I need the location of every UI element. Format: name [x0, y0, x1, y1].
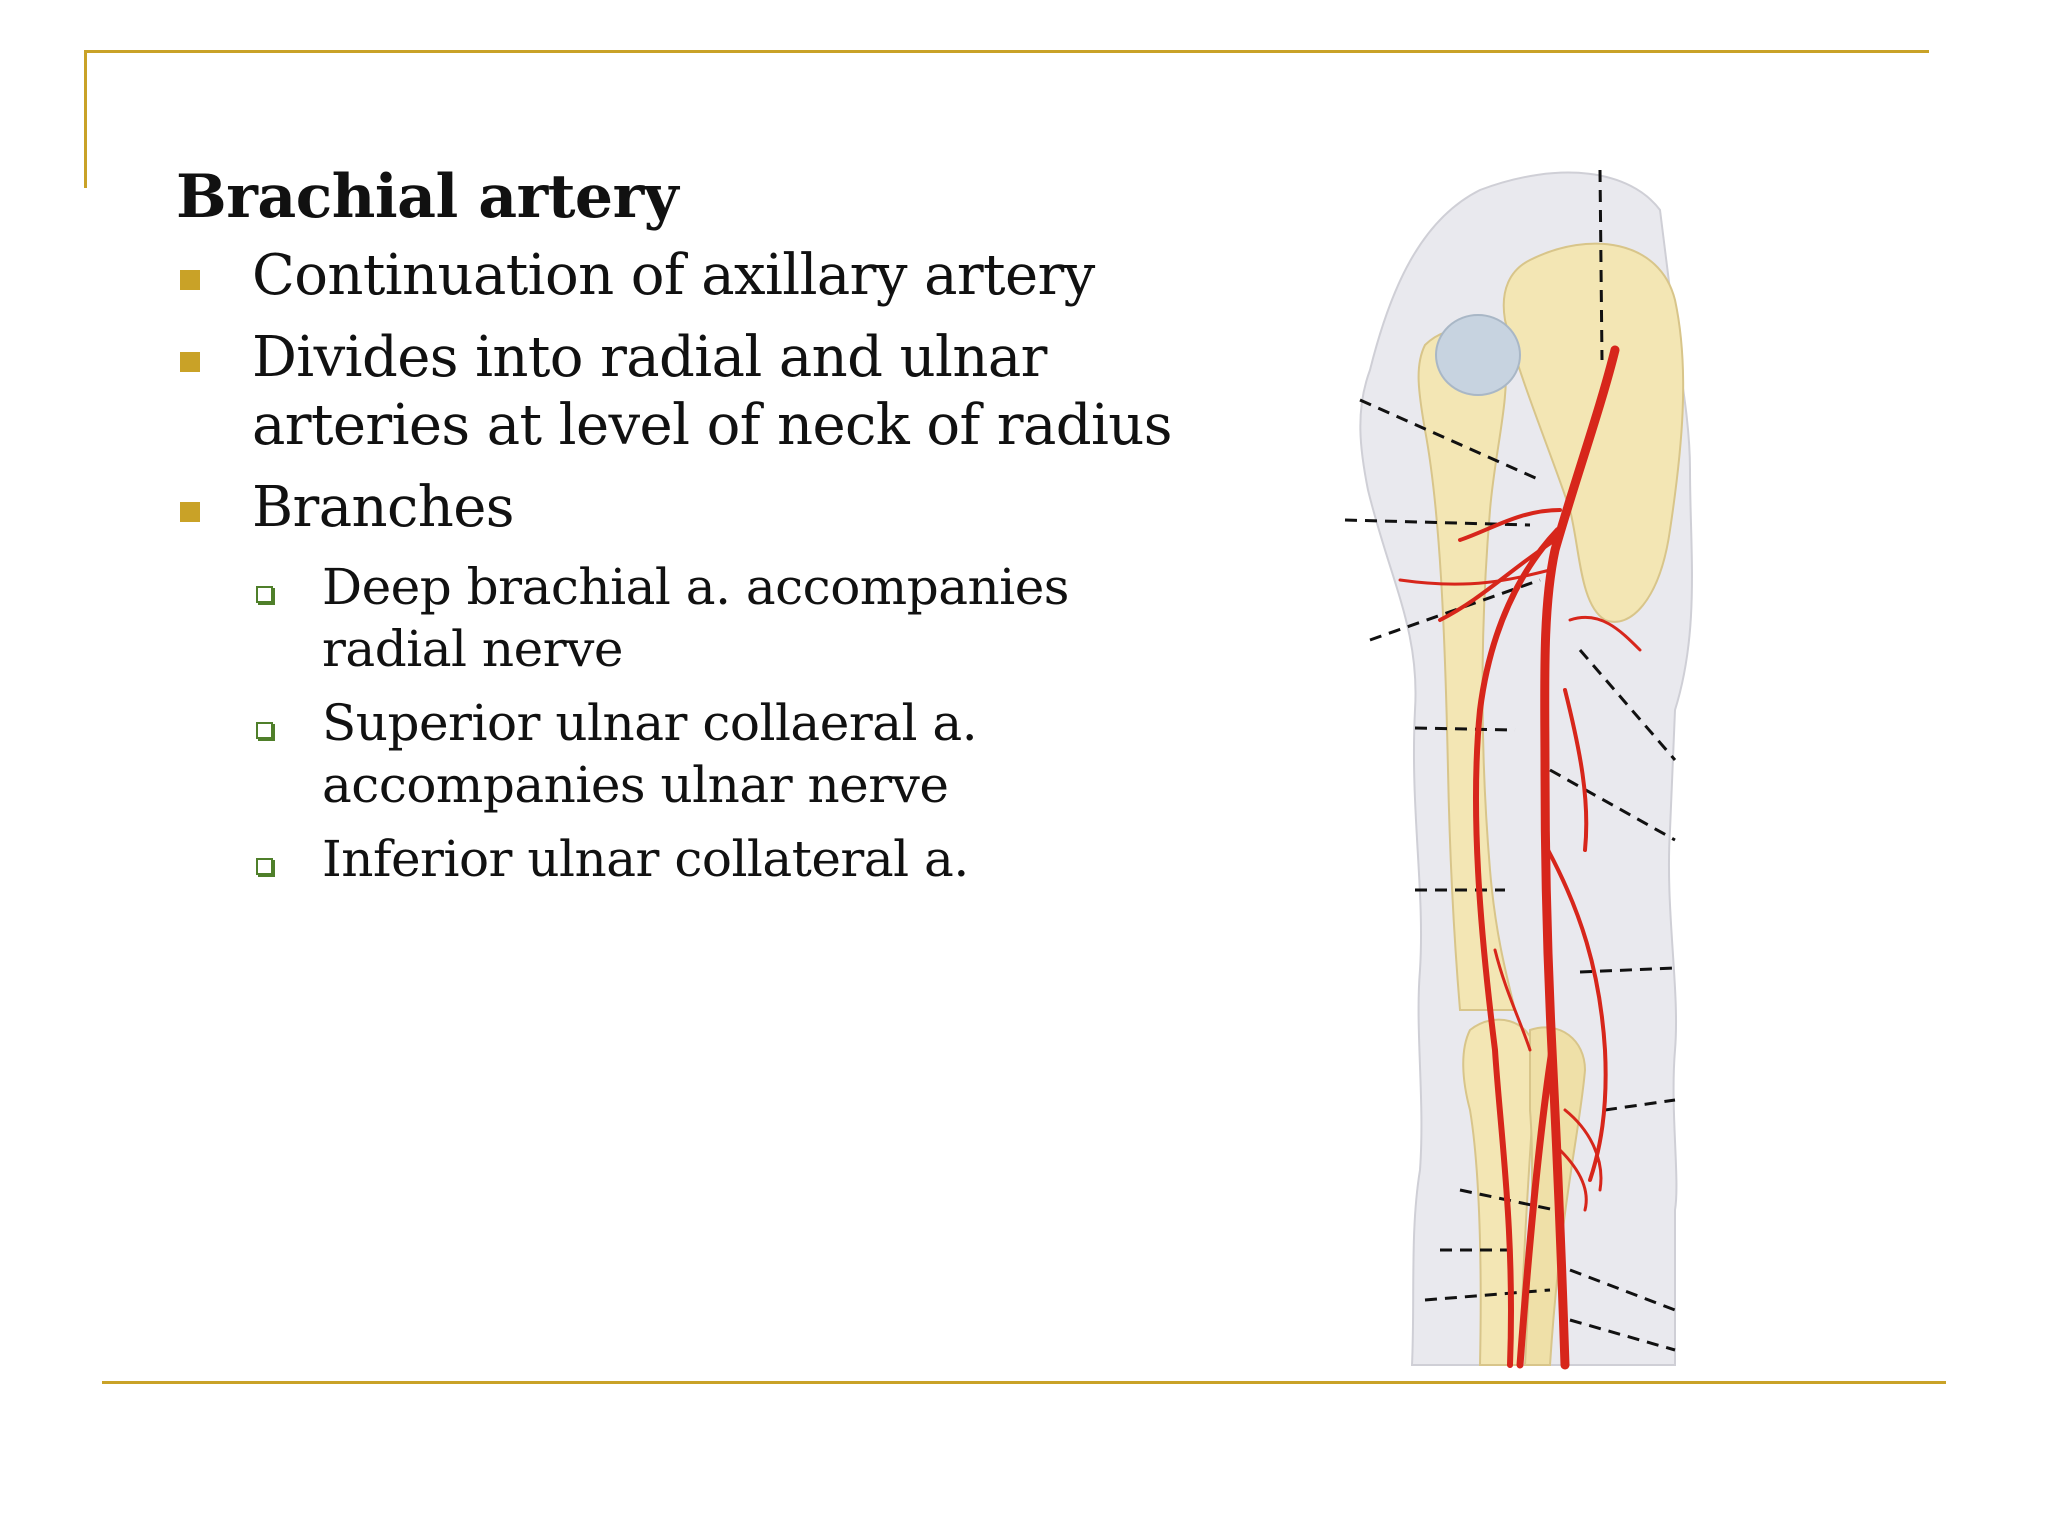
- sub-bullet-text: Deep brachial a. accompanies radial nerv…: [322, 558, 1069, 678]
- artery-branch: [1493, 948, 1532, 1052]
- sub-bullet-text: Superior ulnar collaeral a. accompanies …: [322, 694, 978, 814]
- artery-tree: [1398, 345, 1642, 1370]
- artery-branch: [1568, 615, 1642, 652]
- square-bullet-icon: [180, 502, 200, 522]
- artery-branch: [1398, 568, 1552, 586]
- slide-content: Brachial artery Continuation of axillary…: [176, 158, 1186, 902]
- square-bullet-icon: [180, 270, 200, 290]
- humeral-head: [1435, 314, 1521, 396]
- brachial-artery: [1540, 345, 1620, 1370]
- bullet-list: Continuation of axillary artery Divides …: [176, 242, 1186, 542]
- artery-branch: [1438, 538, 1557, 622]
- artery-branch: [1458, 508, 1562, 542]
- hollow-box-bullet-icon: [256, 722, 273, 739]
- artery-branch: [1563, 688, 1589, 852]
- bullet-text: Continuation of axillary artery: [252, 243, 1095, 308]
- left-rule: [84, 50, 87, 188]
- radial-artery: [1516, 1046, 1556, 1369]
- hollow-box-bullet-icon: [256, 858, 273, 875]
- humerus-bone: [1417, 328, 1517, 1011]
- hollow-box-bullet-icon: [256, 586, 273, 603]
- bullet-item: Continuation of axillary artery: [176, 242, 1186, 310]
- artery-branch: [1546, 848, 1608, 1182]
- bullet-text: Branches: [252, 475, 514, 540]
- deep-brachial-artery: [1472, 527, 1561, 1368]
- arm-artery-illustration: [1344, 169, 1693, 1370]
- square-bullet-icon: [180, 352, 200, 372]
- bullet-item: Branches: [176, 474, 1186, 542]
- sub-bullet-item: Deep brachial a. accompanies radial nerv…: [176, 556, 1186, 680]
- bottom-rule: [102, 1381, 1946, 1384]
- artery-branch: [1563, 1108, 1603, 1192]
- bullet-text: Divides into radial and ulnar arteries a…: [252, 325, 1173, 458]
- slide-title: Brachial artery: [176, 162, 679, 232]
- bullet-item: Divides into radial and ulnar arteries a…: [176, 324, 1186, 460]
- artery-branch: [1558, 1148, 1588, 1212]
- sub-bullet-item: Inferior ulnar collateral a.: [176, 828, 1186, 890]
- top-rule: [84, 50, 1929, 53]
- sub-bullet-text: Inferior ulnar collateral a.: [322, 830, 969, 888]
- sub-bullet-item: Superior ulnar collaeral a. accompanies …: [176, 692, 1186, 816]
- sub-bullet-list: Deep brachial a. accompanies radial nerv…: [176, 556, 1186, 890]
